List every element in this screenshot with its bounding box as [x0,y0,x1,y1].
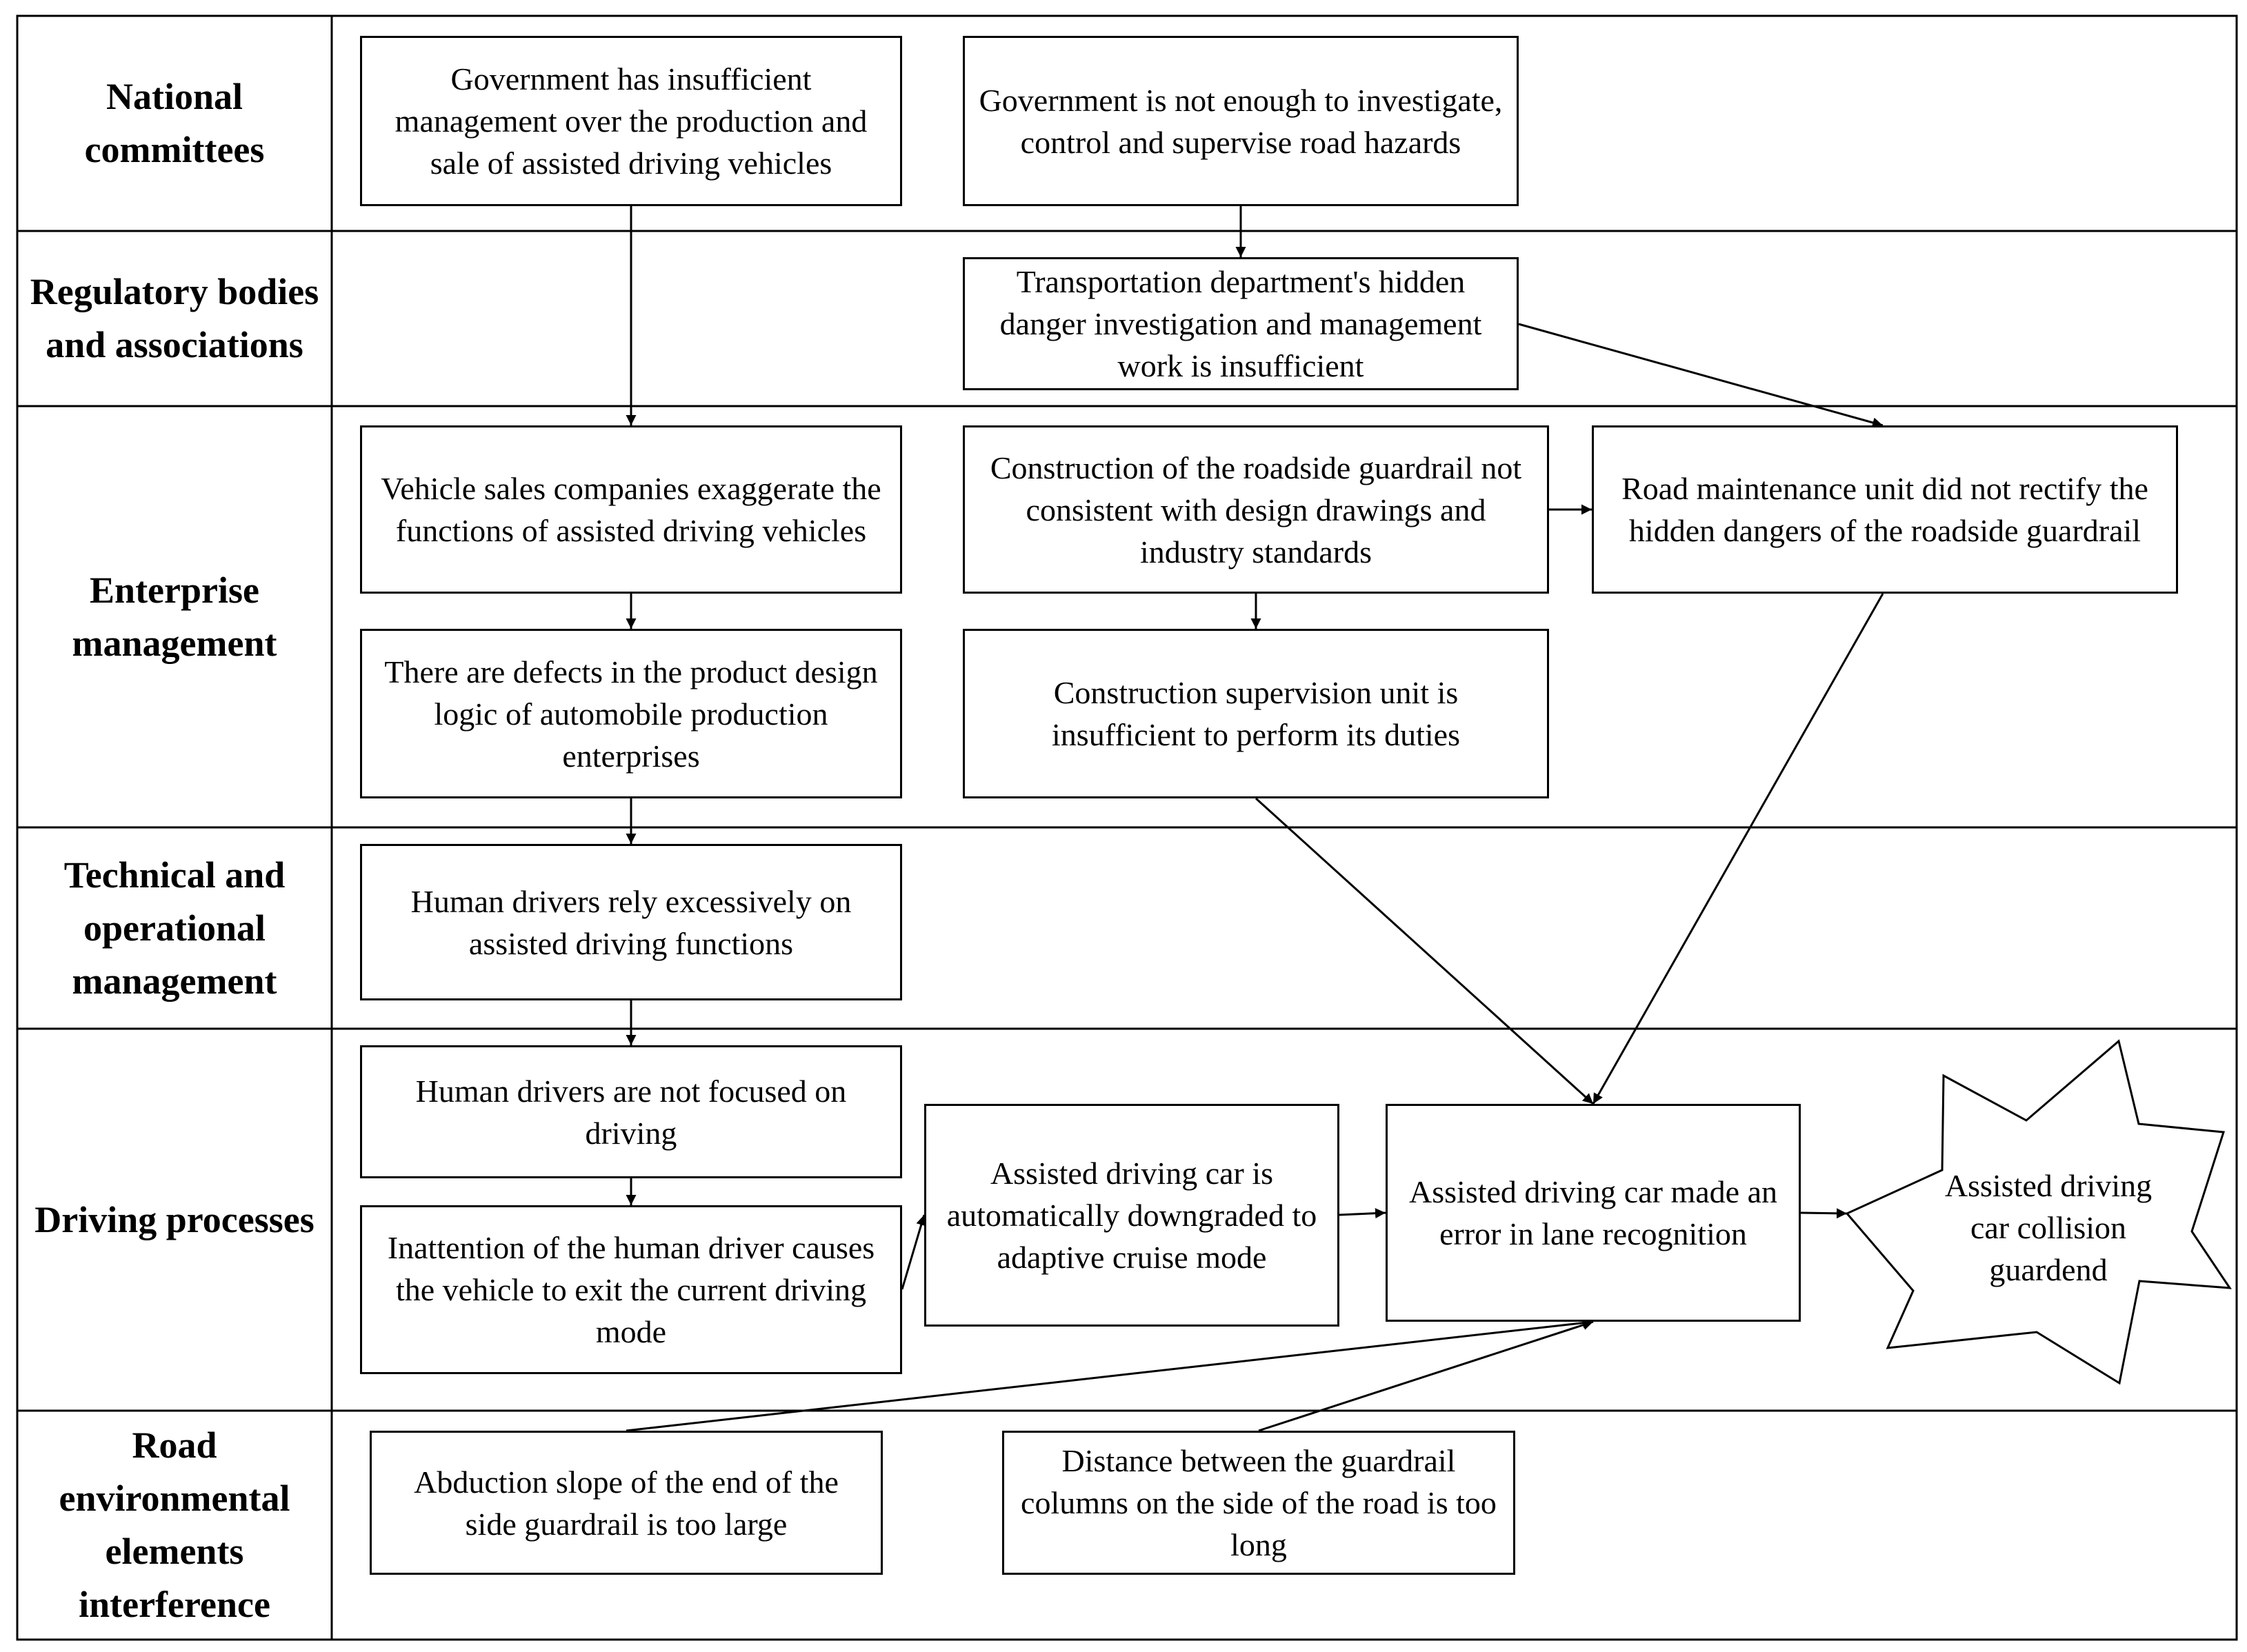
node-sales-exaggerate: Vehicle sales companies exaggerate the f… [360,425,902,594]
lane-label-road: Road environmental elements interference [59,1424,290,1625]
edge-downgraded-to-lane-error [1339,1208,1386,1219]
node-design-defects: There are defects in the product design … [360,629,902,798]
node-transport-dept: Transportation department's hidden dange… [963,257,1519,390]
node-downgraded: Assisted driving car is automatically do… [924,1104,1339,1327]
lane-label-regulatory: Regulatory bodies and associations [30,271,319,365]
node-supervision-unit: Construction supervision unit is insuffi… [963,629,1549,798]
node-abduction-slope: Abduction slope of the end of the side g… [370,1431,883,1575]
edge-supervision-unit-to-lane-error [1255,797,1595,1105]
edge-driver-inattention-to-downgraded [901,1214,926,1290]
node-gov-production: Government has insufficient management o… [360,36,902,206]
edge-transport-dept-to-road-maintenance [1518,323,1884,428]
lane-label-technical: Technical and operational management [63,854,286,1002]
node-road-maintenance: Road maintenance unit did not rectify th… [1592,425,2178,594]
node-lane-error: Assisted driving car made an error in la… [1386,1104,1801,1322]
edge-abduction-slope-to-lane-error [626,1318,1594,1432]
edge-road-maintenance-to-lane-error [1592,593,1884,1105]
edge-column-distance-to-lane-error [1258,1320,1594,1432]
lane-label-enterprise: Enterprise management [72,569,277,664]
node-column-distance: Distance between the guardrail columns o… [1002,1431,1515,1575]
collision-star-shape [1845,1039,2232,1385]
lane-label-driving: Driving processes [34,1198,314,1240]
node-guardrail-construction: Construction of the roadside guardrail n… [963,425,1549,594]
node-collision: Assisted driving car collision guardend [1944,1167,2153,1287]
node-driver-inattention: Inattention of the human driver causes t… [360,1205,902,1374]
lane-label-national: National committees [84,76,265,170]
node-driver-not-focused: Human drivers are not focused on driving [360,1045,902,1178]
node-gov-road-hazards: Government is not enough to investigate,… [963,36,1519,206]
node-driver-rely: Human drivers rely excessively on assist… [360,844,902,1000]
